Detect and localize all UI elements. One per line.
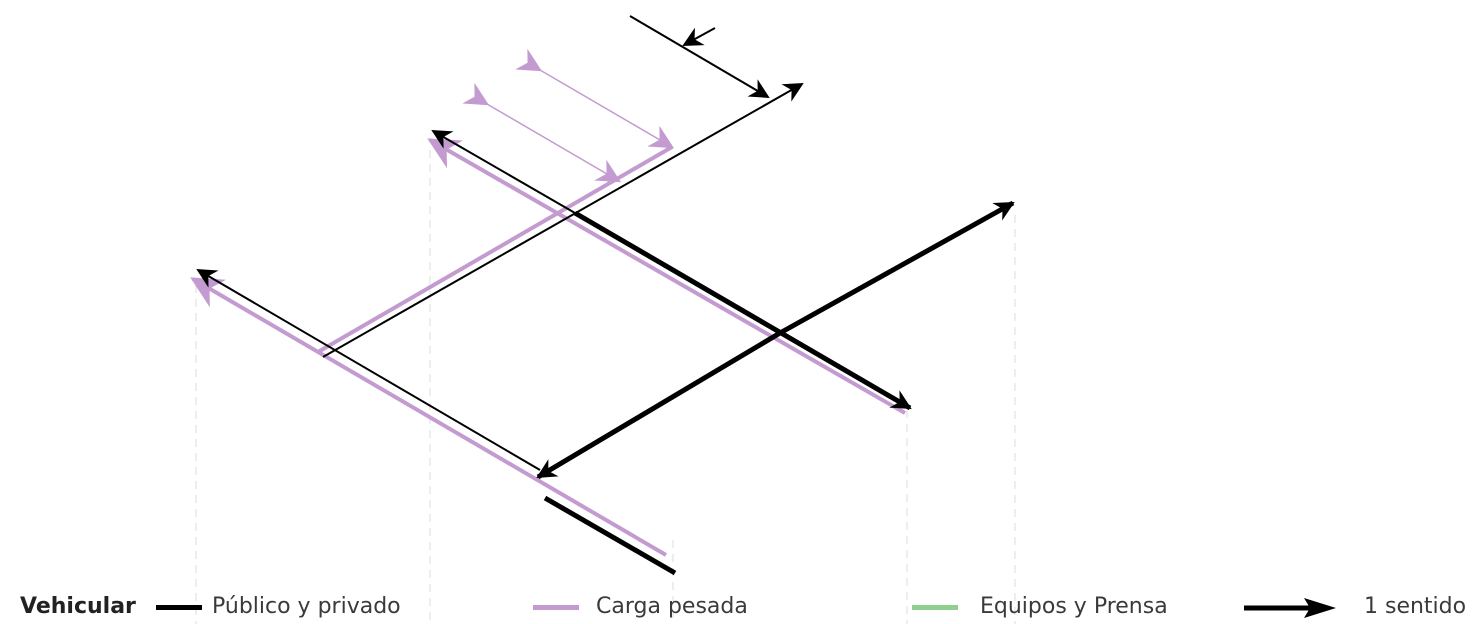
legend-label-carga: Carga pesada [596,594,748,619]
publico-route-diagonal [778,200,1015,336]
publico-route-stub [543,495,677,576]
legend-title: Vehicular [20,594,136,619]
black-line-swatch [156,605,202,610]
publico-route-upper [431,129,576,214]
carga-arrow-b [462,82,622,183]
legend-label-sentido: 1 sentido [1364,594,1467,619]
carga-route-left [190,277,668,557]
purple-line-swatch [533,605,579,610]
publico-route-top-arrow [682,27,716,46]
carga-arrow-a [515,48,675,149]
publico-route-top [629,15,770,99]
green-line-swatch [912,605,958,610]
publico-route-left [196,268,541,471]
one-way-arrow-icon [1244,598,1336,618]
publico-route-cross [322,83,804,358]
publico-routes [196,15,1015,576]
publico-route-diagonal [536,330,782,480]
carga-pesada-routes [190,48,906,557]
publico-route-main [573,210,912,411]
legend-label-equipos: Equipos y Prensa [980,594,1168,619]
guide-lines [195,150,1016,624]
legend: Vehicular Público y privado Carga pesada… [0,590,1478,624]
carga-route-upper [427,138,906,415]
legend-label-publico: Público y privado [212,594,401,619]
